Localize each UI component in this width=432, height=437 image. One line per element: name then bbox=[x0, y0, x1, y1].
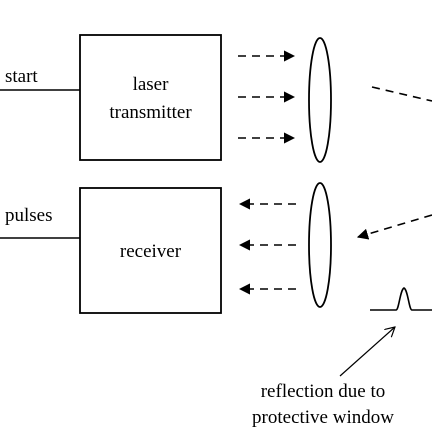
receiver-box bbox=[79, 187, 222, 314]
laser-transmitter-block: laser transmitter bbox=[79, 34, 222, 161]
transmitter-box bbox=[79, 34, 222, 161]
pulses-label: pulses bbox=[5, 205, 53, 226]
receive-lens bbox=[308, 182, 332, 308]
outgoing-beam bbox=[371, 86, 432, 102]
receiver-block: receiver bbox=[79, 187, 222, 314]
transmitter-label-line1: laser bbox=[133, 74, 170, 95]
annotation-line2: protective window bbox=[252, 407, 394, 428]
reflection-pulse bbox=[370, 287, 432, 311]
transmit-lens bbox=[308, 37, 332, 163]
receiver-label: receiver bbox=[120, 241, 182, 262]
annotation-line1: reflection due to bbox=[261, 381, 386, 402]
start-label: start bbox=[5, 66, 38, 87]
transmitter-label-line2: transmitter bbox=[109, 102, 192, 123]
annotation-arrow bbox=[339, 327, 395, 377]
returning-beam bbox=[356, 214, 432, 240]
